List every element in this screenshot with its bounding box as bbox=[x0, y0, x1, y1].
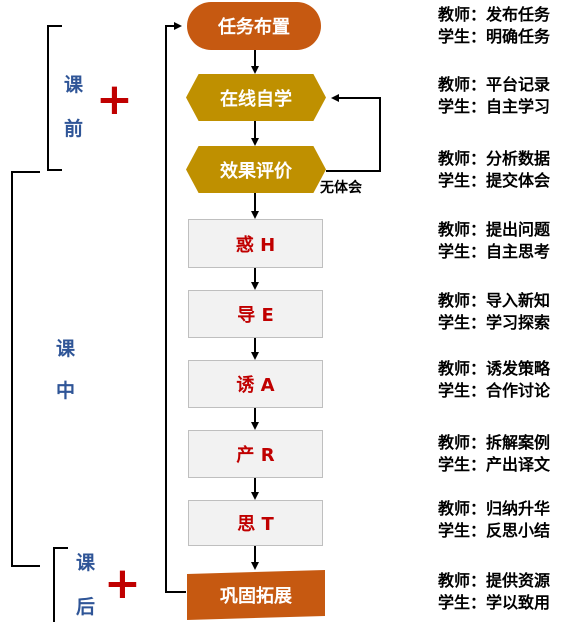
stage-pre-char-2: 前 bbox=[64, 118, 84, 140]
step-consolidate-extend: 巩固拓展 bbox=[187, 570, 325, 620]
stage-pre-char-1: 课 bbox=[64, 74, 84, 96]
desc-group-5: 教师：导入新知 学生：学习探索 bbox=[438, 290, 576, 334]
role-student: 学生： bbox=[438, 593, 487, 612]
step-online-self-study: 在线自学 bbox=[186, 74, 326, 121]
return-line bbox=[165, 22, 186, 593]
bracket-pre bbox=[47, 25, 62, 171]
role-teacher: 教师： bbox=[438, 75, 487, 94]
stage-post-char-1: 课 bbox=[76, 552, 96, 574]
role-student: 学生： bbox=[438, 171, 487, 190]
role-student: 学生： bbox=[438, 521, 487, 540]
student-action: 学习探索 bbox=[486, 313, 551, 332]
teacher-action: 拆解案例 bbox=[486, 433, 551, 452]
step-task-assignment: 任务布置 bbox=[187, 2, 321, 50]
desc-group-1: 教师：发布任务 学生：明确任务 bbox=[438, 4, 576, 48]
loop-label-no-reflection: 无体会 bbox=[320, 180, 362, 196]
role-teacher: 教师： bbox=[438, 433, 487, 452]
desc-group-9: 教师：提供资源 学生：学以致用 bbox=[438, 570, 576, 614]
feedback-loop bbox=[326, 94, 381, 172]
desc-group-3: 教师：分析数据 学生：提交体会 bbox=[438, 148, 576, 192]
teacher-action: 提出问题 bbox=[486, 220, 551, 239]
role-teacher: 教师： bbox=[438, 291, 487, 310]
desc-group-4: 教师：提出问题 学生：自主思考 bbox=[438, 219, 576, 263]
teacher-action: 诱发策略 bbox=[486, 359, 551, 378]
student-action: 产出译文 bbox=[486, 455, 551, 474]
stage-post-char-2: 后 bbox=[76, 596, 96, 618]
student-action: 反思小结 bbox=[486, 521, 551, 540]
student-action: 提交体会 bbox=[486, 171, 551, 190]
step-r: 产 R bbox=[188, 430, 323, 478]
step-e: 导 E bbox=[188, 290, 323, 338]
student-action: 学以致用 bbox=[486, 593, 551, 612]
role-teacher: 教师： bbox=[438, 149, 487, 168]
role-student: 学生： bbox=[438, 242, 487, 261]
student-action: 自主思考 bbox=[486, 242, 551, 261]
role-student: 学生： bbox=[438, 313, 487, 332]
teacher-action: 分析数据 bbox=[486, 149, 551, 168]
role-student: 学生： bbox=[438, 455, 487, 474]
role-student: 学生： bbox=[438, 381, 487, 400]
step-a: 诱 A bbox=[188, 360, 323, 408]
stage-in-char-2: 中 bbox=[56, 380, 76, 402]
desc-group-7: 教师：拆解案例 学生：产出译文 bbox=[438, 432, 576, 476]
role-teacher: 教师： bbox=[438, 571, 487, 590]
stage-in-char-1: 课 bbox=[56, 338, 76, 360]
step-h: 惑 H bbox=[188, 219, 323, 268]
teacher-action: 导入新知 bbox=[486, 291, 551, 310]
step-effect-evaluation: 效果评价 bbox=[186, 146, 326, 193]
step-t: 思 T bbox=[188, 500, 323, 546]
student-action: 合作讨论 bbox=[486, 381, 551, 400]
role-teacher: 教师： bbox=[438, 359, 487, 378]
plus-icon-pre: + bbox=[96, 74, 133, 125]
desc-group-2: 教师：平台记录 学生：自主学习 bbox=[438, 74, 576, 118]
teacher-action: 归纳升华 bbox=[486, 499, 551, 518]
role-teacher: 教师： bbox=[438, 5, 487, 24]
role-teacher: 教师： bbox=[438, 499, 487, 518]
teacher-action: 提供资源 bbox=[486, 571, 551, 590]
desc-group-6: 教师：诱发策略 学生：合作讨论 bbox=[438, 358, 576, 402]
student-action: 自主学习 bbox=[486, 97, 551, 116]
bracket-in bbox=[11, 171, 40, 567]
plus-icon-post: + bbox=[104, 558, 141, 609]
teacher-action: 发布任务 bbox=[486, 5, 551, 24]
bracket-post bbox=[53, 547, 68, 622]
teacher-action: 平台记录 bbox=[486, 75, 551, 94]
desc-group-8: 教师：归纳升华 学生：反思小结 bbox=[438, 498, 576, 542]
role-student: 学生： bbox=[438, 97, 487, 116]
role-teacher: 教师： bbox=[438, 220, 487, 239]
role-student: 学生： bbox=[438, 27, 487, 46]
student-action: 明确任务 bbox=[486, 27, 551, 46]
